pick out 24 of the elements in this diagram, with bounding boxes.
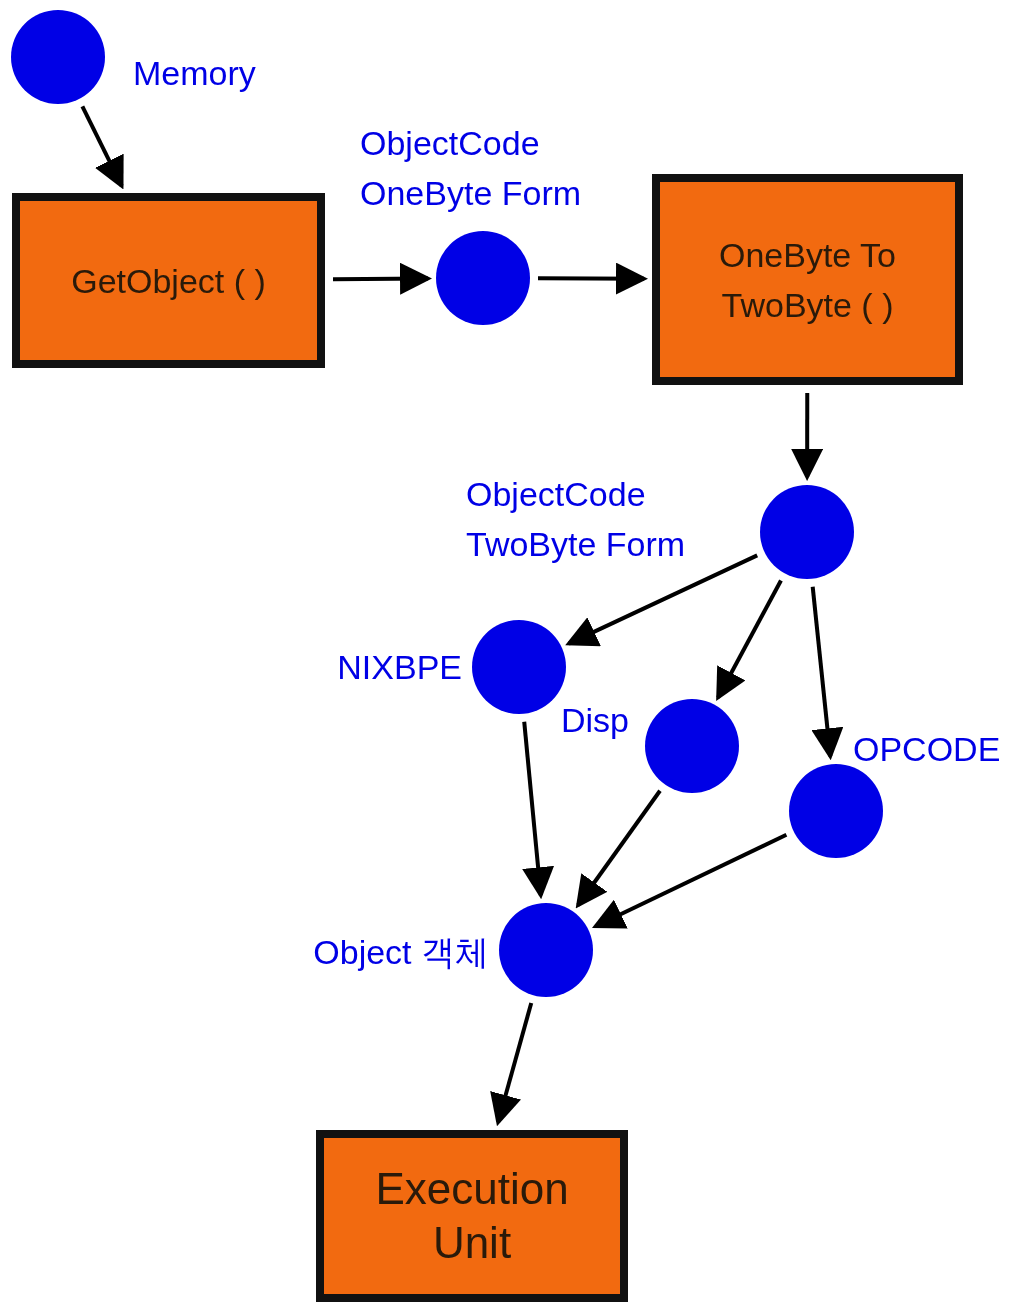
- node-caption: OPCODE: [853, 729, 1002, 770]
- node-label: GetObject ( ): [71, 260, 266, 302]
- process-box: [12, 193, 325, 368]
- node-label: Execution Unit: [374, 1163, 570, 1269]
- node-caption: Memory: [133, 53, 257, 94]
- arrow: [592, 832, 788, 929]
- node-caption: ObjectCode TwoByte Form: [466, 474, 687, 565]
- arrow: [810, 586, 844, 761]
- node-label: OneByte To TwoByte ( ): [717, 234, 897, 326]
- process-box: [316, 1130, 628, 1302]
- arrow: [565, 553, 759, 647]
- node-caption: Disp: [561, 700, 631, 741]
- arrow: [333, 262, 432, 295]
- arrow: [538, 262, 648, 295]
- arrow: [791, 393, 824, 481]
- arrow: [575, 789, 662, 909]
- arrow: [490, 1002, 534, 1127]
- arrow: [80, 105, 124, 190]
- node-caption: ObjectCode OneByte Form: [360, 123, 583, 214]
- arrow: [716, 579, 783, 702]
- node-caption: Object 객체: [312, 932, 489, 973]
- node-caption: NIXBPE: [336, 647, 462, 688]
- arrow: [522, 721, 555, 900]
- process-box: [652, 174, 963, 385]
